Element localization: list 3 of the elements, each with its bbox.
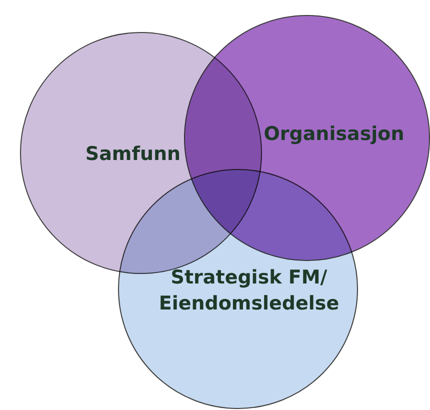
circle-label: Strategisk FM/ Eiendomsledelse	[158, 265, 340, 316]
circle-label: Samfunn	[85, 142, 181, 168]
circle-label: Organisasjon	[264, 122, 404, 148]
